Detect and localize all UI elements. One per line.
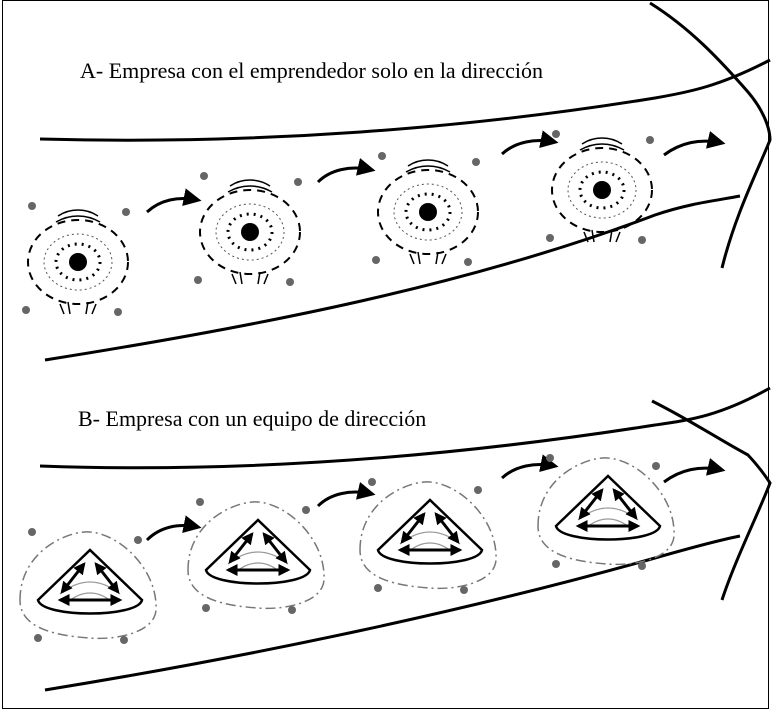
section-a-funnel: [39, 1, 772, 362]
funnel-b-mouth: [651, 399, 772, 601]
entrepreneur-icon: [419, 203, 437, 221]
arrow-b-1: [145, 515, 202, 542]
section-a-organizations: [22, 130, 654, 316]
section-b-arrows: [145, 454, 726, 542]
org-b-stage-3: [359, 478, 497, 594]
team-links: [575, 488, 641, 532]
team-links: [225, 532, 291, 576]
funnel-a-bottom-edge: [44, 194, 741, 362]
funnel-b-top-edge: [39, 386, 771, 470]
org-b-stage-1: [19, 528, 157, 644]
org-a-stage-2: [194, 172, 302, 286]
arrow-b-4: [663, 458, 726, 484]
team-links: [57, 562, 123, 606]
section-a-arrows: [145, 130, 726, 214]
funnel-a-mouth: [649, 1, 772, 269]
arrow-b-2: [316, 482, 376, 508]
org-a-stage-3: [372, 152, 480, 266]
org-b-stage-2: [187, 498, 325, 614]
arrow-a-2: [316, 158, 376, 184]
org-a-stage-1: [22, 202, 130, 316]
arrow-a-3: [500, 130, 559, 156]
org-b-stage-4: [537, 454, 675, 570]
section-b-organizations: [19, 454, 675, 644]
entrepreneur-icon: [593, 181, 611, 199]
entrepreneur-icon: [69, 253, 87, 271]
org-a-stage-4: [546, 130, 654, 244]
section-b-funnel: [39, 386, 772, 692]
team-links: [397, 512, 463, 556]
section-b-title: B- Empresa con un equipo de dirección: [78, 406, 427, 431]
section-a-title: A- Empresa con el emprendedor solo en la…: [80, 58, 544, 83]
arrow-a-1: [145, 188, 202, 214]
entrepreneur-icon: [241, 223, 259, 241]
arrow-b-3: [500, 454, 559, 480]
funnel-b-bottom-edge: [44, 534, 741, 692]
funnel-a-top-edge: [39, 58, 771, 142]
arrow-a-4: [663, 131, 726, 157]
